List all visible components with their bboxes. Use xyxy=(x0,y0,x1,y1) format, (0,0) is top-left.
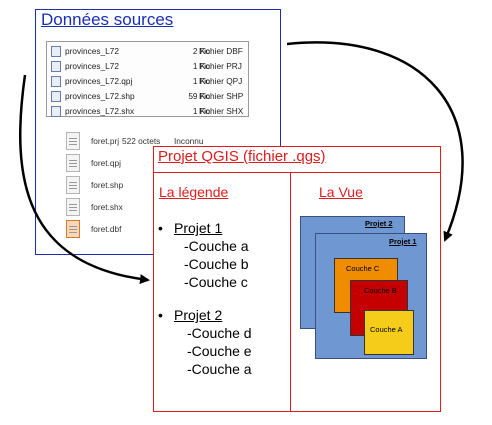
file-type: Fichier PRJ xyxy=(199,61,242,71)
file-size: 1 Ko xyxy=(192,106,210,116)
file-name: provinces_L72.qpj xyxy=(65,76,133,86)
file-size: 2 Ko xyxy=(192,46,210,56)
layer-label: Couche A xyxy=(370,325,403,334)
view-heading: La Vue xyxy=(319,184,363,200)
dbf-file-icon xyxy=(51,46,61,57)
file-type: Fichier SHP xyxy=(199,91,244,101)
frame-label: Projet 2 xyxy=(365,219,393,228)
shx-file-icon xyxy=(51,106,61,117)
list-item[interactable]: foret.qpj xyxy=(66,154,186,174)
file-size: 1 Ko xyxy=(192,76,210,86)
file-size: 522 octets xyxy=(122,136,161,146)
file-name: foret.prj xyxy=(91,136,120,146)
file-type: Inconnu xyxy=(174,136,204,146)
file-name: foret.qpj xyxy=(91,158,121,168)
file-type: Fichier DBF xyxy=(199,46,243,56)
document-icon xyxy=(66,154,80,172)
frame-label: Projet 1 xyxy=(389,237,417,246)
arrow-to-legend xyxy=(19,74,150,284)
divider xyxy=(290,172,291,412)
document-icon xyxy=(66,176,80,194)
legend-layer: -Couche b xyxy=(184,256,249,272)
legend-layer: -Couche c xyxy=(184,274,248,290)
legend-layer: -Couche d xyxy=(187,325,252,341)
project-label: Projet 1 xyxy=(174,220,223,236)
list-item[interactable]: foret.prj 522 octets Inconnu xyxy=(66,132,204,152)
legend-heading: La légende xyxy=(159,184,229,200)
legend-layer: -Couche a xyxy=(187,361,252,377)
file-name: foret.dbf xyxy=(91,224,122,234)
list-item[interactable]: provinces_L72.shp 59 Ko Fichier SHP xyxy=(47,89,248,104)
file-name: foret.shx xyxy=(91,202,123,212)
shp-file-icon xyxy=(51,91,61,102)
file-name: provinces_L72 xyxy=(65,61,119,71)
document-icon xyxy=(66,198,80,216)
file-name: foret.shp xyxy=(91,180,124,190)
legend-layer: -Couche a xyxy=(184,238,249,254)
file-type: Fichier QPJ xyxy=(199,76,243,86)
sources-title: Données sources xyxy=(41,10,174,29)
file-name: provinces_L72.shx xyxy=(65,106,135,116)
file-type: Fichier SHX xyxy=(199,106,244,116)
file-size: 59 Ko xyxy=(188,91,210,101)
bullet: • xyxy=(158,307,163,323)
document-icon xyxy=(66,132,80,150)
legend-layer: -Couche e xyxy=(187,343,252,359)
file-name: provinces_L72 xyxy=(65,46,119,56)
list-item[interactable]: provinces_L72.shx 1 Ko Fichier SHX xyxy=(47,104,248,119)
list-item[interactable]: foret.shx xyxy=(66,198,186,218)
file-name: provinces_L72.shp xyxy=(65,91,135,101)
list-item[interactable]: provinces_L72 1 Ko Fichier PRJ xyxy=(47,59,248,74)
qpj-file-icon xyxy=(51,76,61,87)
project-label: Projet 2 xyxy=(174,307,223,323)
layer-label: Couche B xyxy=(364,286,397,295)
bullet: • xyxy=(158,220,163,236)
arrow-to-view xyxy=(286,41,464,242)
list-item[interactable]: provinces_L72 2 Ko Fichier DBF xyxy=(47,44,248,59)
prj-file-icon xyxy=(51,61,61,72)
layer-couche-a xyxy=(364,310,414,355)
list-item[interactable]: provinces_L72.qpj 1 Ko Fichier QPJ xyxy=(47,74,248,89)
list-item[interactable]: foret.shp xyxy=(66,176,186,196)
file-list-provinces: provinces_L72 2 Ko Fichier DBF provinces… xyxy=(46,41,249,117)
project-title: Projet QGIS (fichier .qgs) xyxy=(158,148,326,165)
layer-label: Couche C xyxy=(346,264,380,273)
spreadsheet-icon xyxy=(66,220,80,238)
list-item[interactable]: foret.dbf xyxy=(66,220,186,240)
file-size: 1 Ko xyxy=(192,61,210,71)
divider xyxy=(153,172,441,173)
